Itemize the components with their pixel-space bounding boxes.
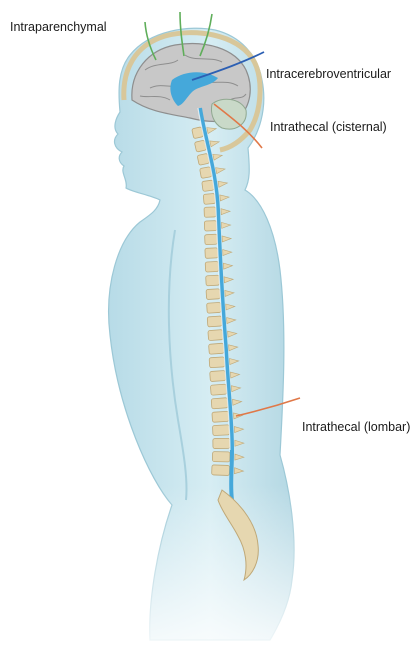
label-intraparenchymal: Intraparenchymal: [10, 21, 107, 34]
vertebra: [212, 411, 229, 422]
vertebra: [203, 193, 215, 204]
vertebra: [211, 398, 228, 409]
vertebra: [205, 248, 218, 259]
vertebra: [212, 452, 230, 462]
vertebra: [204, 221, 217, 232]
vertebra: [207, 302, 222, 313]
vertebra: [210, 384, 227, 395]
vertebra: [210, 370, 226, 381]
vertebra: [206, 289, 220, 300]
label-intrathecal-cisternal: Intrathecal (cisternal): [270, 121, 387, 134]
label-intracerebroventricular: Intracerebroventricular: [266, 68, 391, 81]
vertebra: [212, 465, 230, 476]
vertebra: [204, 207, 216, 217]
vertebra: [213, 438, 230, 448]
vertebra: [208, 330, 223, 341]
vertebra: [207, 316, 222, 327]
vertebra: [205, 234, 218, 245]
label-intrathecal-lombar: Intrathecal (lombar): [302, 421, 410, 434]
vertebra: [209, 357, 225, 368]
vertebra: [205, 261, 219, 272]
vertebra: [209, 343, 225, 354]
vertebra: [206, 275, 220, 286]
vertebra: [212, 425, 229, 436]
